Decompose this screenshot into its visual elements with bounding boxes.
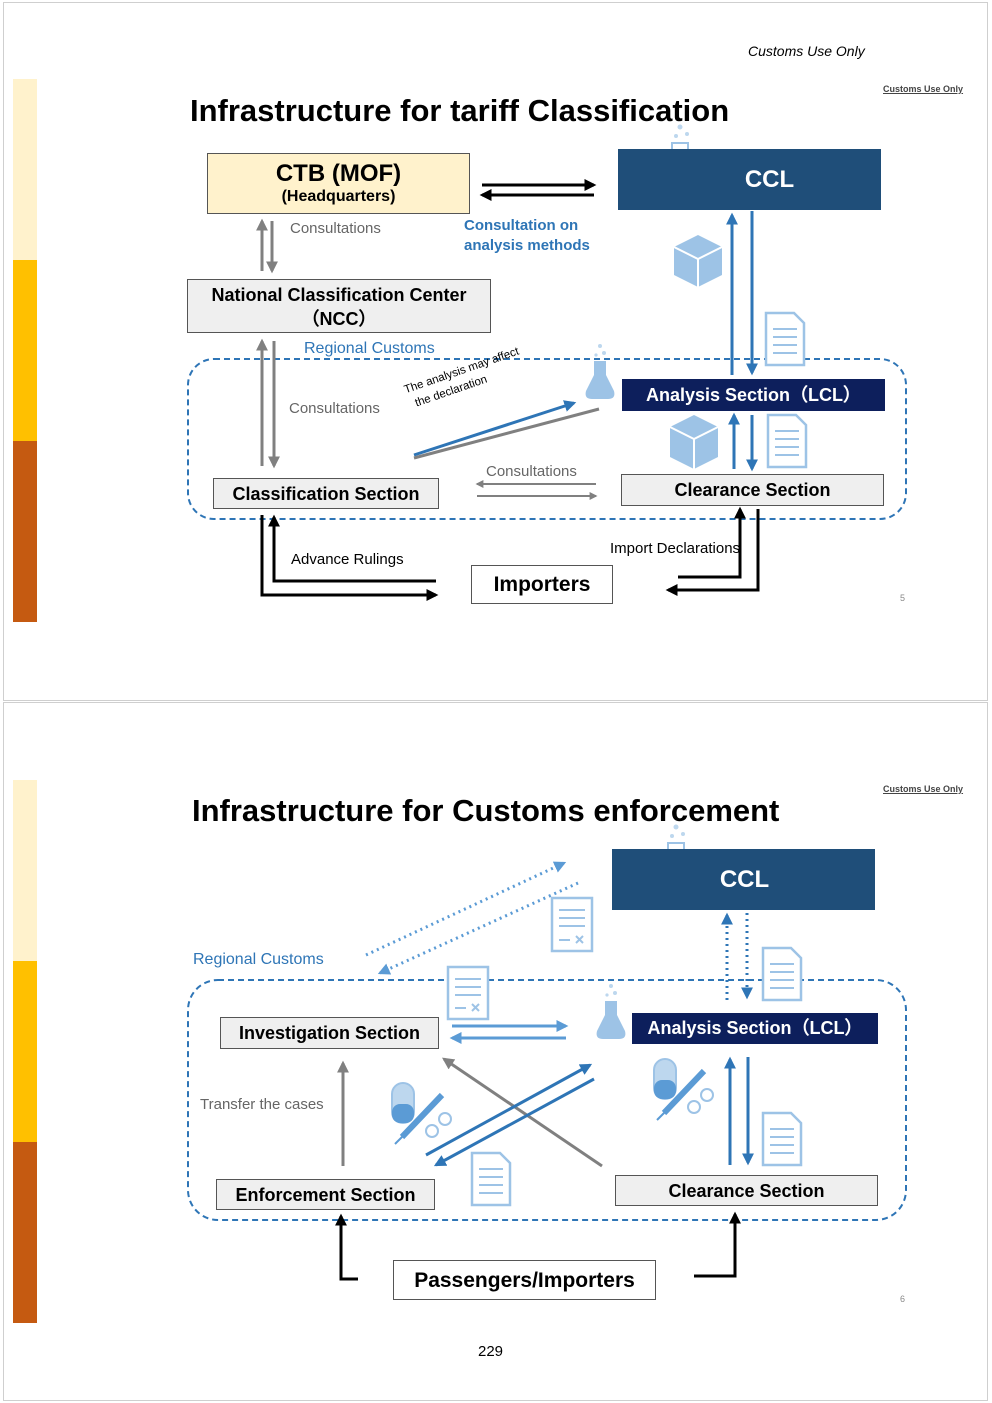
slide-number: 6: [900, 1294, 906, 1304]
page-number: 229: [478, 1343, 504, 1360]
ccl-label: CCL: [719, 866, 770, 893]
document-icon: [761, 1111, 803, 1167]
import-declarations-label: Import Declarations: [610, 540, 741, 557]
stripe-dark: [13, 441, 37, 622]
enforcement-section-box: Enforcement Section: [216, 1179, 435, 1210]
stripe-mid: [13, 961, 37, 1142]
flask-icon: [585, 344, 615, 399]
ctb-subtitle: (Headquarters): [281, 188, 396, 205]
stripe-dark: [13, 1142, 37, 1323]
passengers-importers-box: Passengers/Importers: [393, 1260, 656, 1300]
regional-customs-label: Regional Customs: [193, 951, 324, 968]
ccl-box: CCL: [612, 849, 875, 910]
analysis-section-box: Analysis Section（LCL）: [632, 1013, 878, 1044]
stripe-light: [13, 79, 37, 260]
consultations-label: Consultations: [289, 400, 380, 417]
ctb-box: CTB (MOF) (Headquarters): [207, 153, 470, 214]
analysis-section-box: Analysis Section（LCL）: [622, 379, 885, 411]
document-icon: [761, 946, 803, 1002]
report-form-icon: [446, 965, 490, 1021]
ctb-name: CTB (MOF): [275, 160, 402, 187]
consultations-label: Consultations: [290, 220, 381, 237]
slide-title: Infrastructure for Customs enforcement: [192, 793, 780, 828]
classification-section-box: Classification Section: [213, 478, 439, 509]
slide2-connectors: [187, 824, 907, 1281]
regional-customs-label: Regional Customs: [304, 340, 435, 357]
package-icon: [673, 235, 723, 287]
stripe-light: [13, 780, 37, 961]
corner-note: Customs Use Only: [883, 784, 964, 794]
drugs-syringe-icon: [391, 1082, 452, 1145]
ncc-box: National Classification Center （NCC）: [187, 279, 491, 333]
ccl-label: CCL: [744, 166, 795, 193]
consultation-methods-label: Consultation on analysis methods: [464, 216, 590, 256]
ncc-name: National Classification Center: [211, 285, 467, 305]
package-icon: [669, 415, 719, 469]
report-form-icon: [550, 896, 594, 953]
consultation-methods-line2: analysis methods: [464, 237, 590, 254]
advance-rulings-label: Advance Rulings: [291, 551, 404, 568]
document-icon: [764, 311, 806, 367]
clearance-section-box: Clearance Section: [615, 1175, 878, 1206]
document-icon: [766, 413, 808, 469]
ccl-box: CCL: [618, 149, 881, 210]
stripe-mid: [13, 260, 37, 441]
slide-tariff-classification: Customs Use Only Customs Use Only Infras…: [3, 2, 988, 701]
consultations-label: Consultations: [486, 463, 577, 480]
header-note: Customs Use Only: [748, 43, 865, 59]
slide-title: Infrastructure for tariff Classification: [190, 93, 730, 128]
regional-container: [187, 358, 907, 520]
drugs-syringe-icon: [653, 1058, 714, 1121]
slide-number: 5: [900, 593, 906, 603]
ncc-abbr: （NCC）: [301, 309, 377, 329]
consultation-methods-line1: Consultation on: [464, 217, 579, 234]
clearance-section-box: Clearance Section: [621, 474, 884, 506]
flask-icon: [596, 984, 626, 1039]
regional-container: [187, 979, 907, 1221]
importers-box: Importers: [471, 565, 613, 604]
transfer-cases-label: Transfer the cases: [200, 1096, 324, 1113]
corner-note: Customs Use Only: [883, 84, 964, 94]
document-icon: [470, 1151, 512, 1207]
slide-customs-enforcement: Customs Use Only Infrastructure for Cust…: [3, 702, 988, 1401]
investigation-section-box: Investigation Section: [220, 1017, 439, 1049]
